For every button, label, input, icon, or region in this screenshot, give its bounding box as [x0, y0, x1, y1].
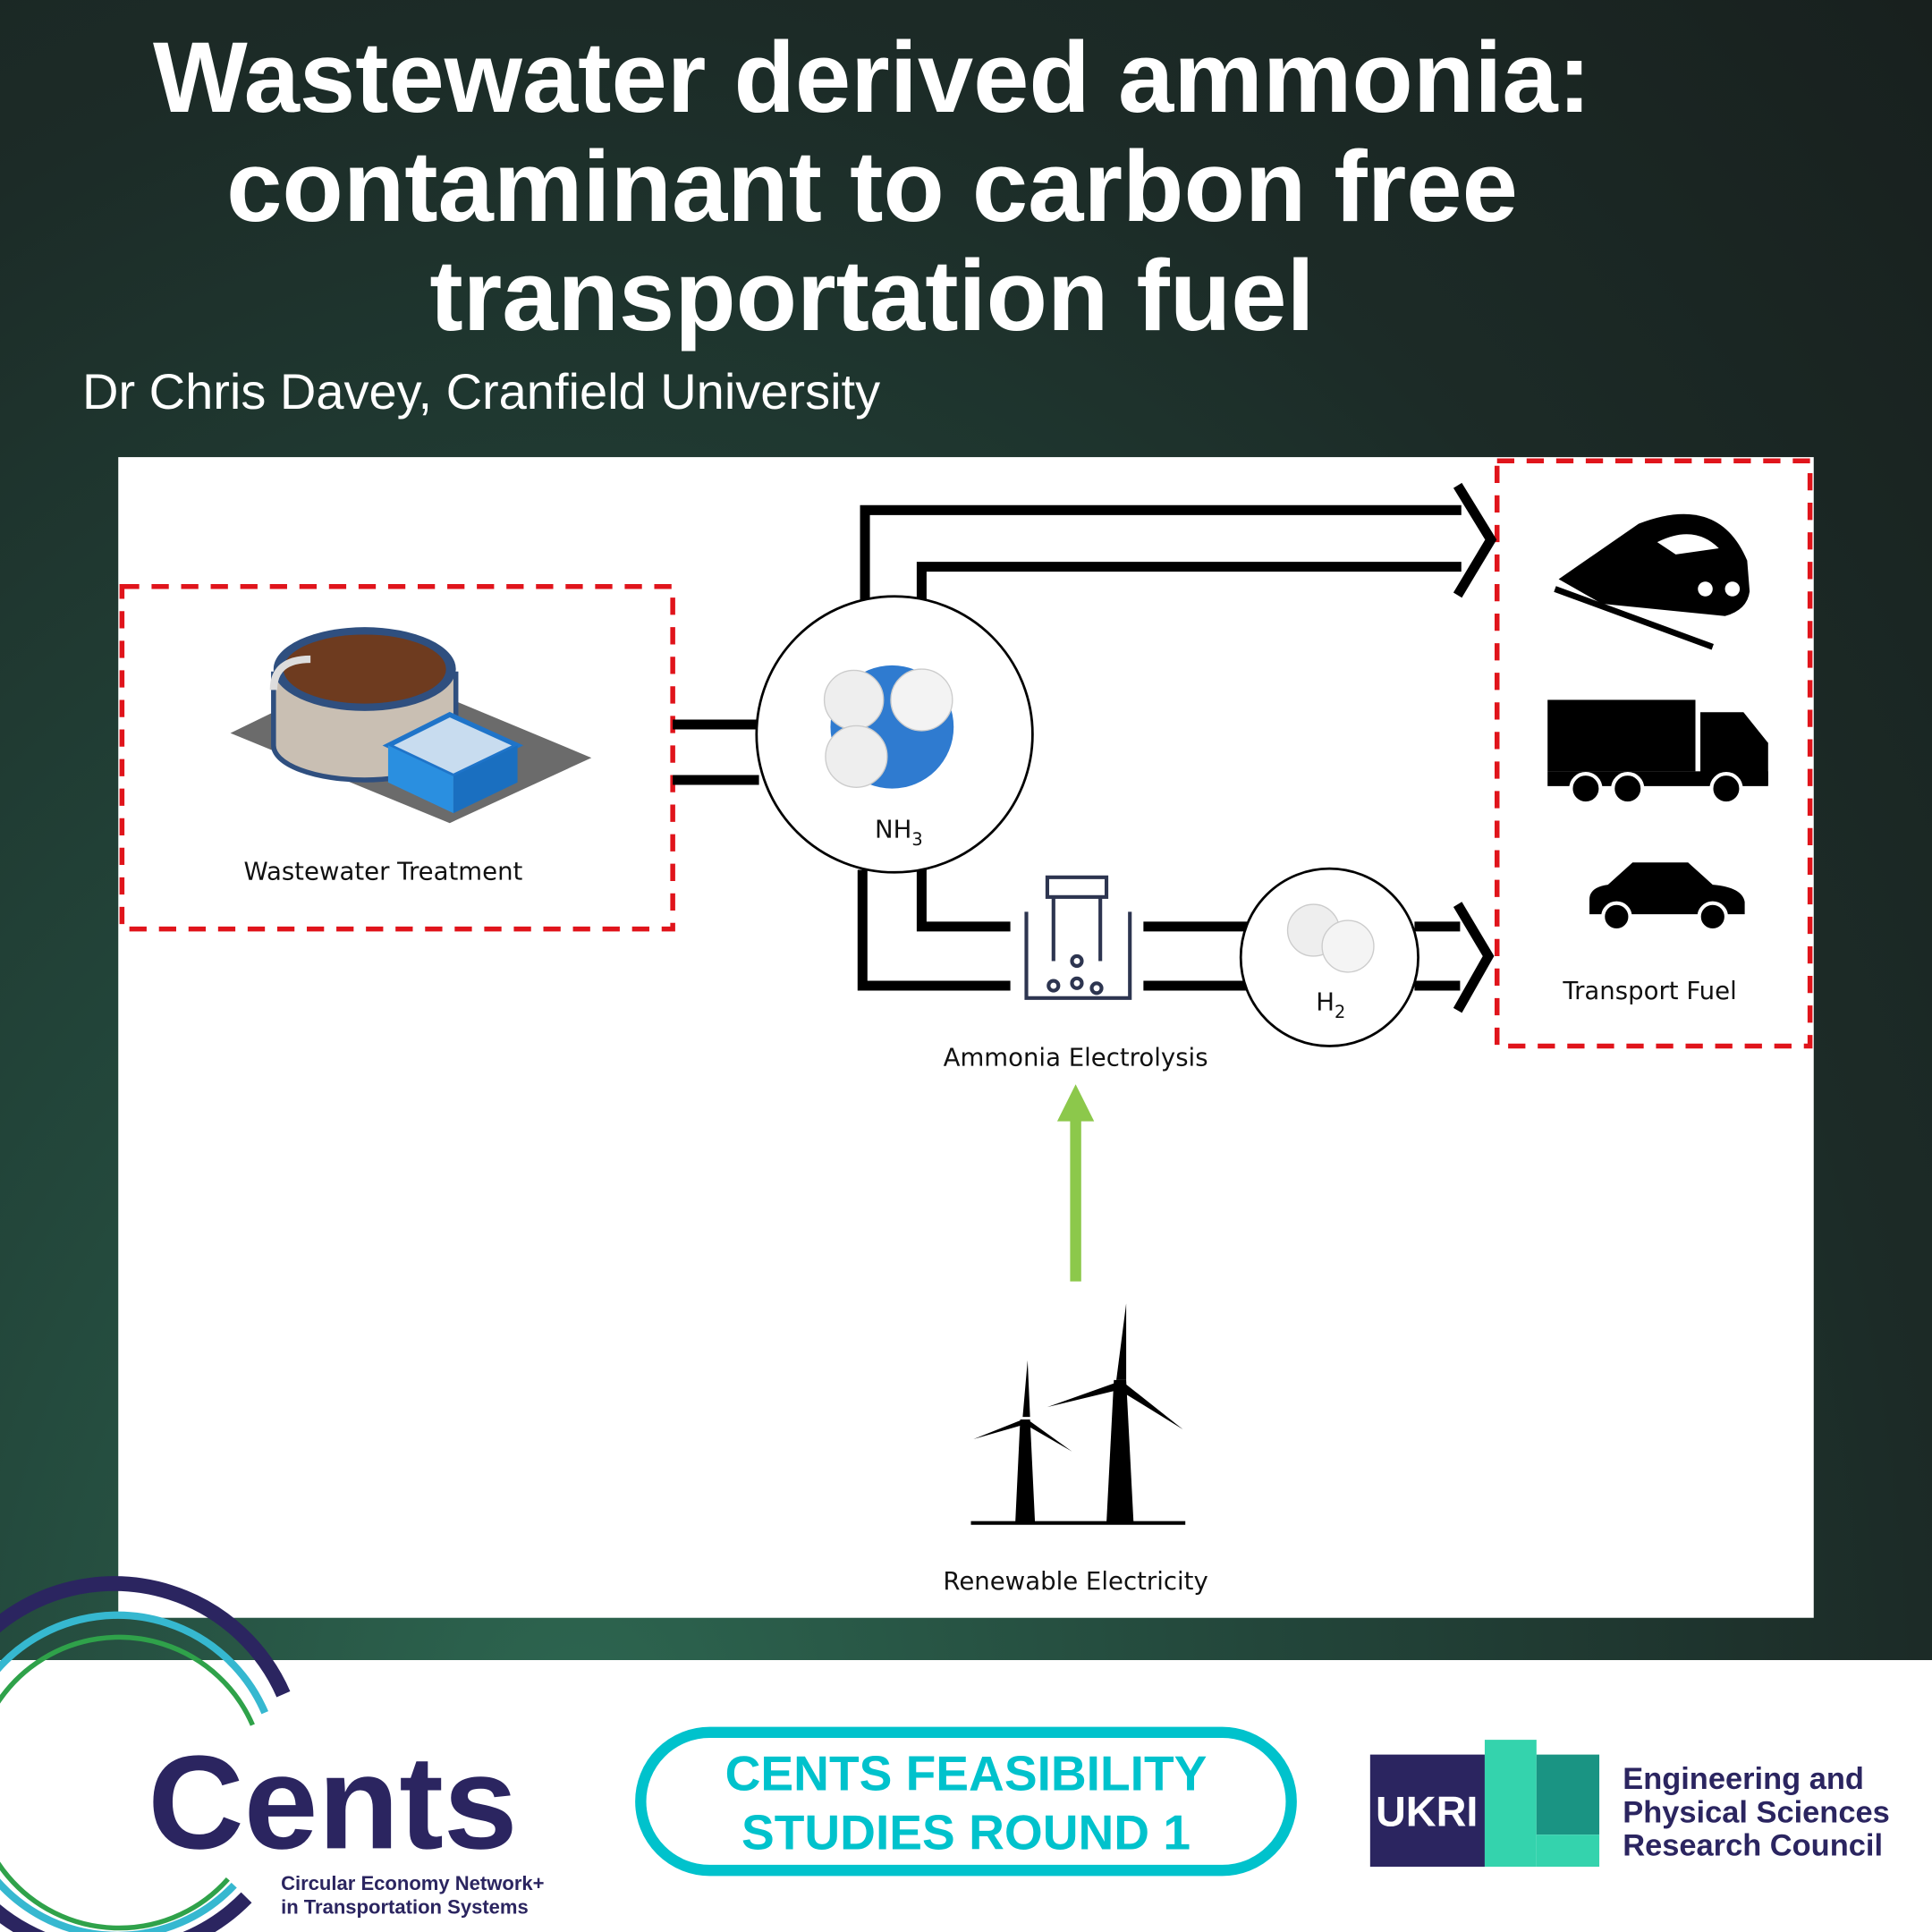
energy-arrowhead-icon — [1056, 1084, 1095, 1122]
transport-label: Transport Fuel — [1562, 977, 1736, 1005]
badge-line-2: STUDIES ROUND 1 — [741, 1805, 1191, 1860]
flow-lines — [673, 504, 1462, 991]
title-line-3: transportation fuel — [429, 240, 1315, 352]
cents-tagline-2: in Transportation Systems — [281, 1895, 529, 1918]
arrowhead-top-icon — [1453, 482, 1497, 598]
cents-tagline-1: Circular Economy Network+ — [281, 1872, 544, 1894]
epsrc-line-3: Research Council — [1623, 1829, 1883, 1863]
title-line-2: contaminant to carbon free — [226, 131, 1518, 242]
ukri-epsrc-logo: UKRI Engineering and Physical Sciences R… — [1369, 1740, 1890, 1867]
ukri-wordmark: UKRI — [1376, 1789, 1478, 1835]
wastewater-box — [119, 583, 675, 932]
author-subtitle: Dr Chris Davey, Cranfield University — [82, 363, 881, 419]
cents-logo: Cents Circular Economy Network+ in Trans… — [0, 1576, 545, 1932]
cents-wordmark: Cents — [148, 1727, 517, 1877]
electrolysis-cell-icon — [1024, 875, 1132, 1000]
arrowhead-h2-icon — [1453, 902, 1495, 1013]
hydrogen-molecule-icon — [1286, 903, 1375, 973]
feasibility-badge: CENTS FEASIBILITY STUDIES ROUND 1 — [635, 1726, 1297, 1877]
ammonia-molecule-icon — [823, 665, 954, 789]
transport-box — [1494, 458, 1813, 1049]
h2-label: H2 — [1316, 988, 1345, 1022]
train-icon — [1554, 513, 1750, 650]
wastewater-label: Wastewater Treatment — [243, 858, 522, 886]
wastewater-plant-icon — [230, 627, 592, 824]
truck-icon — [1547, 699, 1768, 806]
car-icon — [1589, 862, 1745, 933]
renewable-label: Renewable Electricity — [943, 1567, 1208, 1596]
title-line-1: Wastewater derived ammonia: — [153, 21, 1591, 133]
nh3-label: NH3 — [875, 816, 923, 850]
epsrc-line-1: Engineering and — [1623, 1762, 1864, 1796]
footer — [0, 1660, 1932, 1932]
electrolysis-label: Ammonia Electrolysis — [944, 1044, 1208, 1072]
badge-line-1: CENTS FEASIBILITY — [725, 1746, 1208, 1801]
epsrc-line-2: Physical Sciences — [1623, 1795, 1890, 1829]
wind-turbines-icon — [970, 1303, 1186, 1525]
